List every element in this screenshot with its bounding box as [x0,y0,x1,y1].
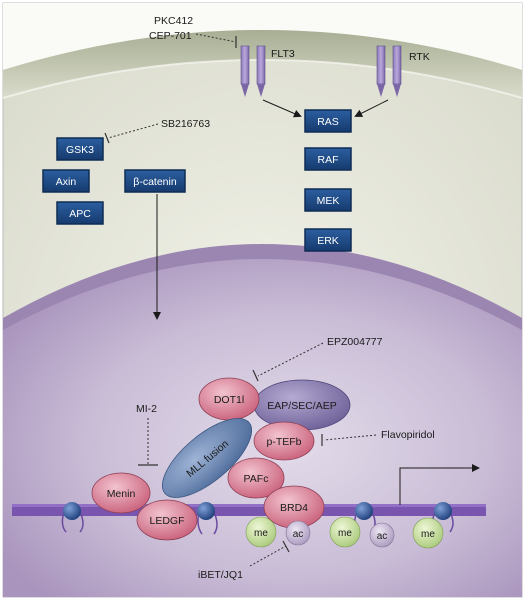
menin-node: Menin [91,472,151,514]
methyl-mark: me [412,517,444,549]
extracellular-space [3,3,522,70]
erk-label: ERK [317,235,339,247]
cep701-label: CEP-701 [149,30,192,42]
brd4-node: BRD4 [263,485,325,529]
sb216763-label: SB216763 [161,118,210,130]
beta-catenin-box: β-catenin [124,169,186,193]
nucleosome [434,502,452,520]
apc-label: APC [69,208,91,220]
acetyl-mark: ac [369,522,395,548]
ptefb-label: p-TEFb [266,436,301,448]
flt3-inhibition-line [195,33,237,43]
gsk3-box: GSK3 [56,137,104,161]
pafc-node: PAFc [227,457,285,499]
beta-catenin-label: β-catenin [133,176,177,188]
methyl-mark: me [329,516,361,548]
pkc412-label: PKC412 [154,15,193,27]
transcription-start-arrow [399,464,480,505]
epz004777-label: EPZ004777 [327,336,383,348]
ledgf-node: LEDGF [136,499,198,541]
methyl-mark: me [245,516,277,548]
axin-box: Axin [42,169,90,193]
ptefb-inhibition-line [323,434,377,441]
nucleosome [197,502,215,520]
brd4-inhibition-line [249,545,287,567]
ras-box: RAS [304,109,352,133]
pafc-label: PAFc [244,473,269,485]
menin-label: Menin [107,488,136,500]
mll-fusion-node: MLL fusion [161,418,253,498]
raf-box: RAF [304,147,352,171]
plasma-membrane [3,30,522,98]
raf-label: RAF [318,154,339,166]
nucleosome [63,502,81,520]
rtk-receptor [376,45,402,97]
mek-box: MEK [304,188,352,212]
svg-text:me: me [338,528,352,539]
svg-text:ac: ac [293,529,304,540]
svg-text:me: me [254,528,268,539]
gsk3-inhibition-line [107,123,159,139]
dot1l-label: DOT1l [214,394,244,406]
dot1l-inhibition-line [257,342,324,377]
eap-sec-aep-label: EAP/SEC/AEP [267,400,336,412]
acetyl-mark: ac [285,520,311,546]
mek-label: MEK [317,195,340,207]
ras-label: RAS [317,116,339,128]
erk-box: ERK [304,228,352,252]
rtk-to-ras-arrow [354,99,389,117]
dot1l-inhibition-bar [252,369,259,382]
axin-label: Axin [56,176,77,188]
gsk3-label: GSK3 [66,144,94,156]
eap-sec-aep-node: EAP/SEC/AEP [253,379,351,431]
flt3-to-ras-arrow [262,99,302,118]
apc-box: APC [56,201,104,225]
dot1l-node: DOT1l [198,377,260,421]
flt3-label: FLT3 [271,48,295,60]
ptefb-node: p-TEFb [253,421,315,461]
mi2-label: MI-2 [136,403,157,415]
ibet-jq1-label: iBET/JQ1 [198,569,243,581]
svg-text:ac: ac [377,531,388,542]
rtk-label: RTK [409,51,430,63]
brd4-label: BRD4 [280,502,308,514]
flavopiridol-label: Flavopiridol [381,429,435,441]
ledgf-label: LEDGF [149,515,184,527]
svg-text:me: me [421,529,435,540]
nucleosome [355,502,373,520]
flt3-receptor [240,45,266,97]
brd4-inhibition-bar [282,540,290,553]
gsk3-inhibition-bar [104,132,110,144]
